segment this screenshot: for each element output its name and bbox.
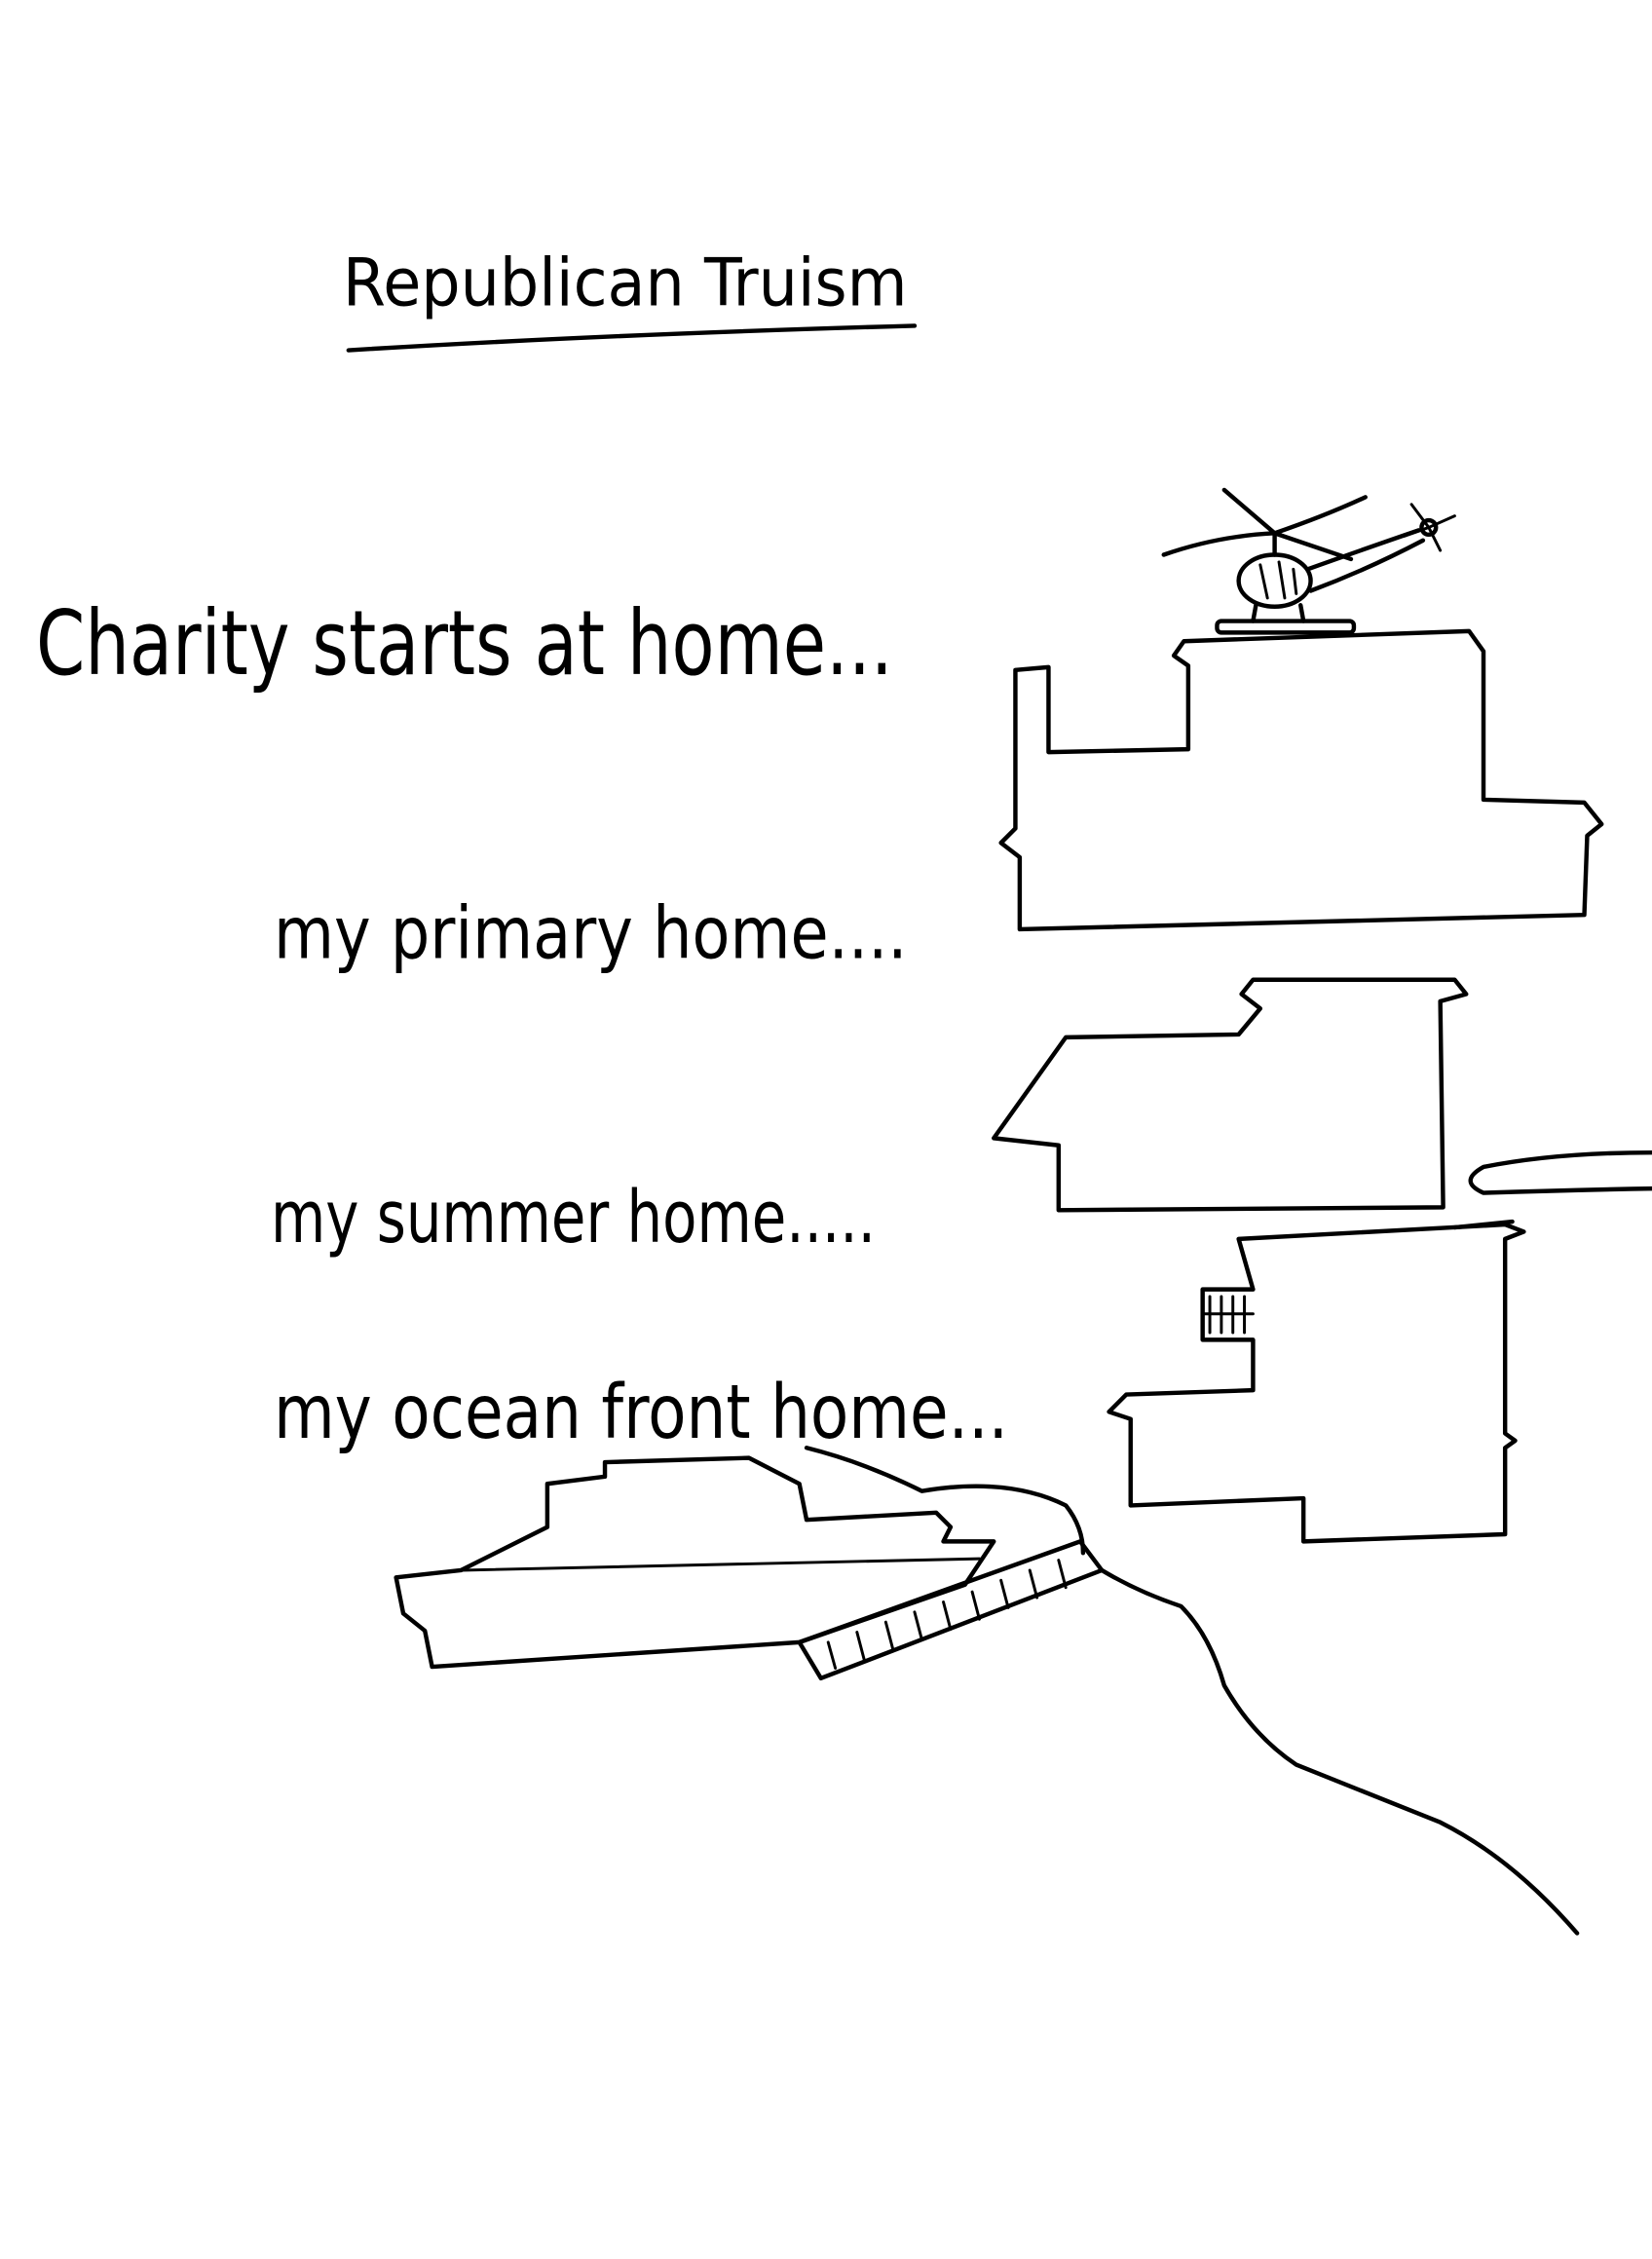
cartoon-title: Republican Truism <box>343 245 908 322</box>
helicopter-drawing <box>1161 487 1456 635</box>
line-summer-home: my summer home..... <box>271 1176 876 1260</box>
summer-home-drawing <box>992 977 1652 1213</box>
primary-home-drawing <box>998 628 1604 932</box>
line-ocean-front-home: my ocean front home... <box>274 1370 1008 1456</box>
coastline-drawing <box>804 1446 1580 1936</box>
line-charity: Charity starts at home... <box>36 591 893 696</box>
title-underline <box>346 323 918 353</box>
yacht-drawing <box>394 1455 996 1670</box>
ocean-front-home-drawing <box>1107 1219 1526 1544</box>
line-primary-home: my primary home.... <box>274 892 908 976</box>
